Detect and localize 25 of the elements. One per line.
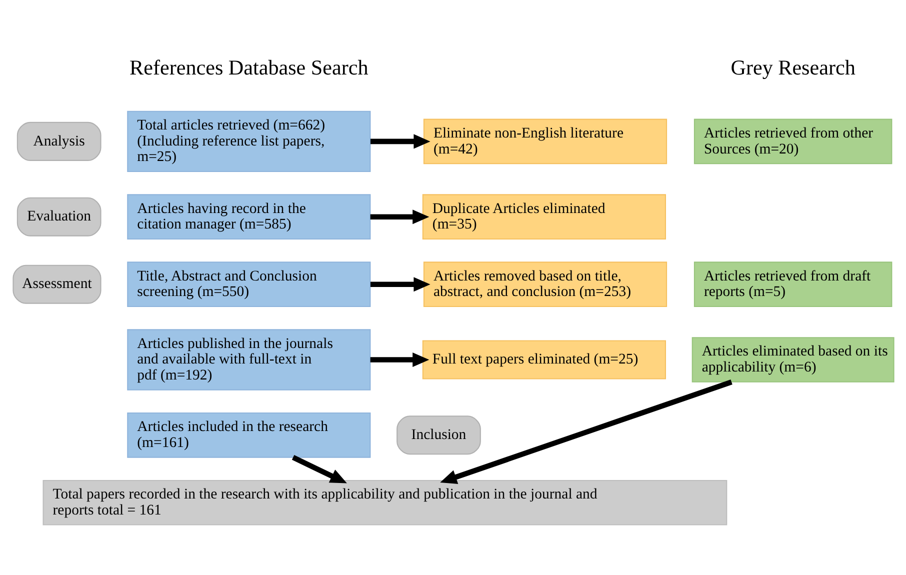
- node-box: Total papers recorded in the research with its applicability and publication in the journal and reports total = 161: [42, 480, 727, 526]
- node-box: Articles having record in the citation manager (m=585): [126, 194, 370, 240]
- node-box: Eliminate non-English literature (m=42): [422, 118, 667, 164]
- node-box: Articles retrieved from other Sources (m=20): [693, 118, 892, 164]
- label: References Database Search: [129, 55, 368, 80]
- node-box: Duplicate Articles eliminated (m=35): [422, 194, 666, 240]
- node-box: Evaluation: [16, 197, 101, 236]
- node-box: Articles published in the journals and available with full-text in pdf (m=192): [126, 329, 370, 390]
- arrow: [291, 455, 346, 484]
- node-box: Assessment: [12, 264, 101, 304]
- arrow: [440, 380, 732, 484]
- arrow: [370, 210, 429, 224]
- node-box: Articles retrieved from draft reports (m=5): [693, 262, 892, 307]
- node-box: Articles included in the research (m=161): [126, 412, 370, 458]
- node-box: Articles eliminated based on its applicability (m=6): [691, 337, 894, 382]
- node-box: Full text papers eliminated (m=25): [422, 340, 666, 380]
- node-box: Total articles retrieved (m=662) (Including reference list papers, m=25): [126, 110, 370, 172]
- node-box: Inclusion: [396, 416, 480, 455]
- node-box: Analysis: [16, 122, 101, 161]
- arrow: [370, 134, 430, 149]
- node-box: Articles removed based on title, abstract, and conclusion (m=253): [422, 262, 667, 307]
- arrow: [370, 352, 429, 367]
- node-box: Title, Abstract and Conclusion screening (m=550): [126, 262, 370, 307]
- label: Grey Research: [730, 55, 855, 80]
- arrow: [370, 277, 430, 292]
